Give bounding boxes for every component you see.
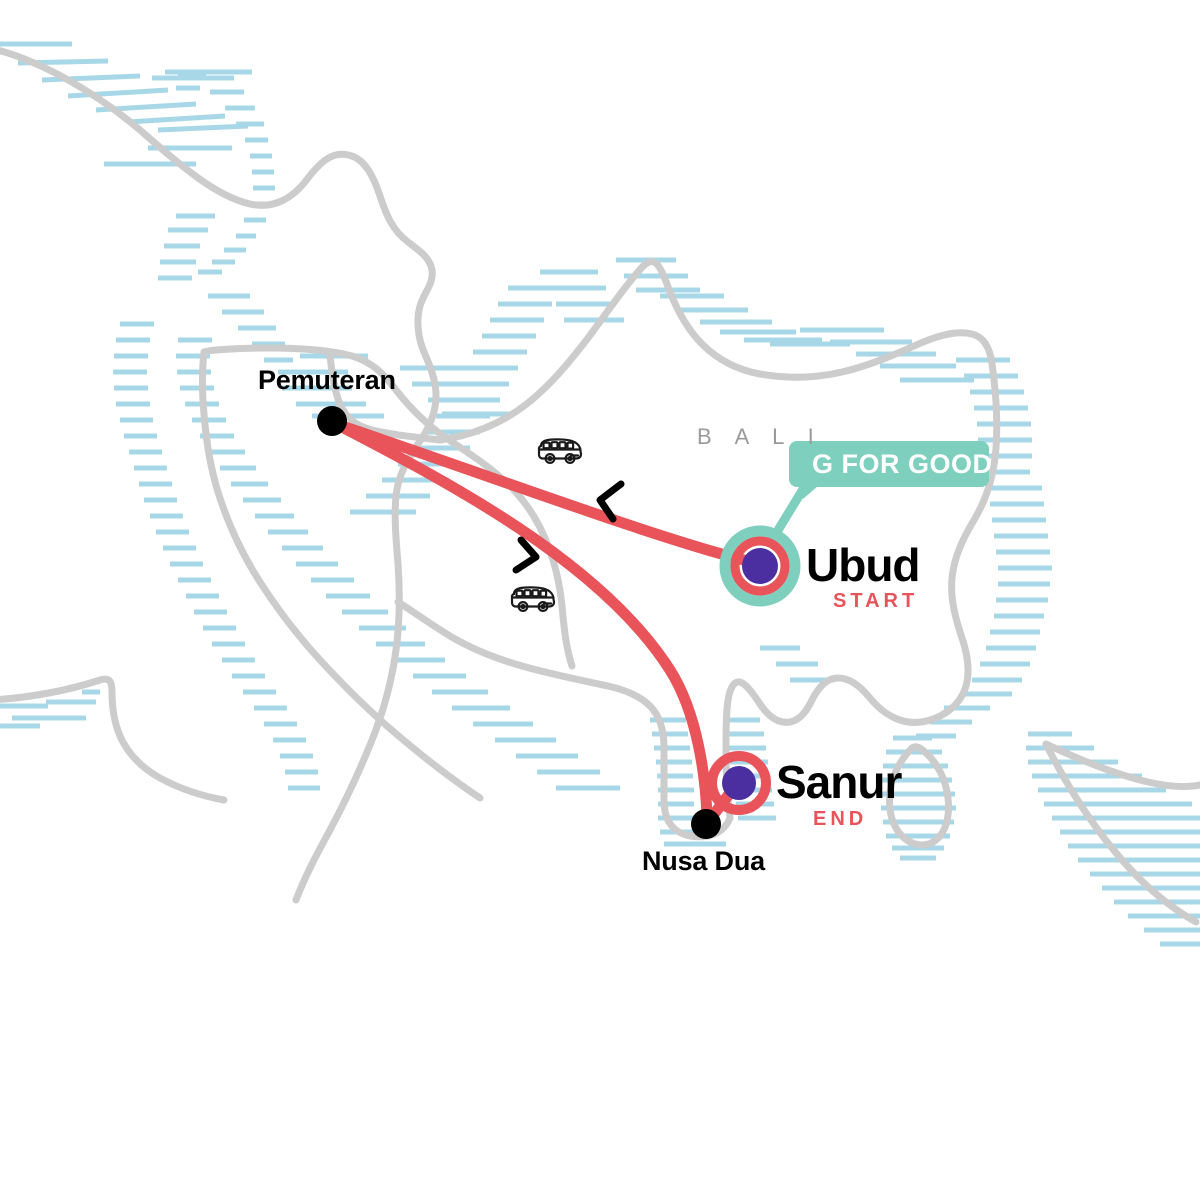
coast-bali-west-inner — [199, 348, 484, 802]
coast-pemuteran-notch — [326, 352, 444, 444]
g-for-good-badge[interactable] — [789, 441, 989, 499]
coast-island-east-top — [1042, 740, 1200, 790]
coast-java — [0, 47, 440, 904]
bus-icon-south — [510, 586, 556, 613]
label-pemuteran[interactable]: Pemuteran — [258, 365, 396, 395]
bus-icon-north — [537, 438, 583, 465]
coast-bali-east — [896, 360, 1001, 726]
label-ubud[interactable]: Ubud — [806, 539, 921, 591]
coast-island-east-bottom — [1042, 740, 1200, 926]
marker-pemuteran[interactable] — [317, 406, 347, 436]
label-ubud-start: START — [833, 590, 919, 612]
arrow-northwest — [596, 480, 625, 523]
route-pemuteran-nusadua — [330, 418, 713, 824]
marker-nusa-dua[interactable] — [691, 809, 721, 839]
label-sanur-end: END — [813, 808, 868, 830]
coast-bali-southeast — [722, 674, 904, 822]
route-direction-arrows — [512, 480, 625, 574]
region-label-bali: B A L I — [697, 424, 823, 449]
coast-bali-south — [394, 598, 612, 690]
coast-bali-north — [436, 258, 996, 444]
marker-ubud[interactable] — [719, 525, 801, 607]
arrow-southeast — [512, 536, 540, 574]
coast-island-teardrop — [886, 743, 952, 849]
marker-sanur[interactable] — [707, 751, 771, 815]
coastlines — [0, 47, 1200, 926]
label-nusa-dua[interactable]: Nusa Dua — [642, 846, 765, 876]
sea-hatching — [0, 41, 1200, 947]
route-ubud-pemuteran — [330, 418, 758, 568]
coast-island-southwest — [0, 675, 228, 804]
label-sanur[interactable]: Sanur — [776, 756, 902, 808]
badge-label: G FOR GOOD — [812, 449, 993, 479]
